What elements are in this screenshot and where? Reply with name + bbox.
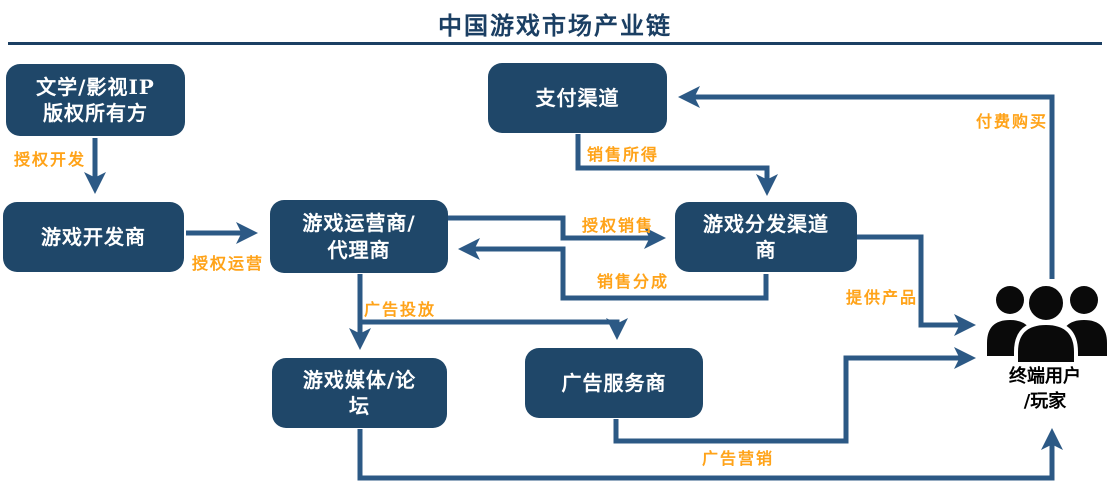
node-ip-owner: 文学/影视IP 版权所有方 xyxy=(6,64,185,136)
node-label-line: 商 xyxy=(755,238,777,262)
edge-label-paid-purchase: 付费购买 xyxy=(976,112,1049,131)
end-users-label: 终端用户 /玩家 xyxy=(980,364,1110,414)
node-label-line: 支付渠道 xyxy=(535,85,620,110)
edge-label-provide-product: 提供产品 xyxy=(846,288,919,307)
node-ad-service-provider: 广告服务商 xyxy=(525,348,703,418)
node-label-line: 游戏媒体/论 xyxy=(302,367,417,392)
edge-label-ad-placement: 广告投放 xyxy=(364,300,437,319)
node-payment-channel: 支付渠道 xyxy=(488,63,667,133)
node-label-line: 代理商 xyxy=(327,237,391,262)
title-underline xyxy=(8,42,1102,45)
node-label-line: 文学/影视IP xyxy=(36,74,155,99)
node-label-line: 游戏分发渠道 xyxy=(703,211,829,236)
node-label-line: 版权所有方 xyxy=(43,101,148,125)
edge-ad-placement-adservice xyxy=(360,317,629,340)
edge-provide-product xyxy=(857,234,976,336)
edge-label-sales-share: 销售分成 xyxy=(597,272,670,291)
edge-sales-income xyxy=(575,134,779,196)
page-title: 中国游戏市场产业链 xyxy=(438,11,672,40)
edge-license-sale xyxy=(448,215,666,249)
node-label-line: 坛 xyxy=(349,394,370,418)
node-game-media-forum: 游戏媒体/论 坛 xyxy=(272,358,447,428)
edge-label-license-dev: 授权开发 xyxy=(14,150,87,169)
node-game-operator: 游戏运营商/ 代理商 xyxy=(270,200,448,273)
end-users-label-line: 终端用户 xyxy=(1009,366,1081,387)
edge-label-license-sale: 授权销售 xyxy=(582,216,655,235)
edge-label-sales-income: 销售所得 xyxy=(587,145,660,164)
edge-ad-to-users xyxy=(613,346,976,444)
edge-label-ad-marketing: 广告营销 xyxy=(702,449,775,468)
end-users-label-line: /玩家 xyxy=(1023,391,1067,413)
node-label-line: 游戏开发商 xyxy=(41,224,146,249)
node-label-line: 游戏运营商/ xyxy=(302,211,416,236)
node-distribution-channel: 游戏分发渠道 商 xyxy=(675,202,857,272)
node-game-developer: 游戏开发商 xyxy=(3,202,184,272)
edge-media-to-users xyxy=(357,428,1063,481)
edge-sales-share xyxy=(458,238,769,301)
edge-label-license-op: 授权运营 xyxy=(192,254,265,273)
node-label-line: 广告服务商 xyxy=(561,370,667,395)
edge-paid-purchase xyxy=(678,86,1055,279)
